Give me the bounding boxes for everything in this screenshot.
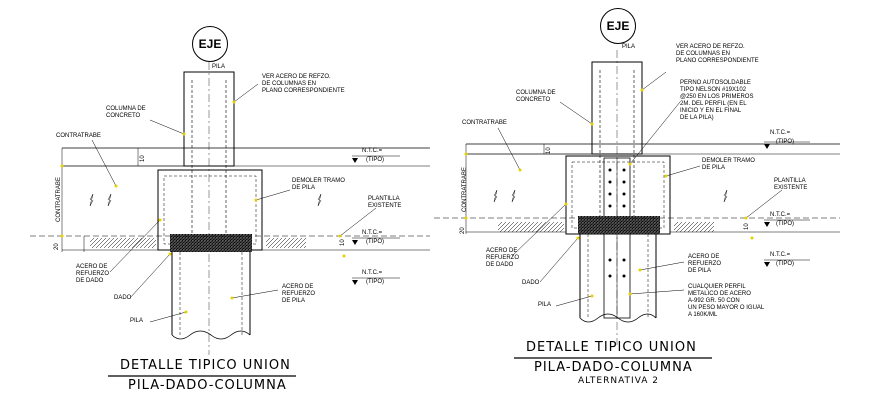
right-title-3: ALTERNATIVA 2 — [578, 376, 660, 386]
left-columna-label: COLUMNA DE CONCRETO — [106, 106, 146, 119]
right-ver-acero-label: VER ACERO DE REFZO. DE COLUMNAS EN PLANO… — [676, 44, 759, 64]
left-dim-20: 20 — [54, 243, 60, 250]
right-dim-10: 10 — [546, 147, 552, 154]
left-acero-pila-label: ACERO DE REFUERZO DE PILA — [282, 284, 315, 304]
right-hatch-zone — [578, 216, 660, 234]
right-tipo3-label: (TIPO) — [776, 261, 794, 267]
right-tipo2-label: (TIPO) — [776, 221, 794, 227]
left-eje-marker: EJE — [192, 26, 228, 62]
left-ntc2-label: N.T.C.= — [362, 230, 383, 236]
left-title-2: PILA-DADO-COLUMNA — [128, 378, 287, 393]
left-contratrabe-label: CONTRATRABE — [56, 133, 101, 139]
left-eje-label: EJE — [198, 37, 222, 51]
left-tipo3-label: (TIPO) — [366, 279, 384, 285]
left-contratrabe-vertical: CONTRATRABE — [56, 177, 62, 222]
right-title-2: PILA-DADO-COLUMNA — [534, 360, 693, 375]
left-dado-label: DADO — [114, 295, 132, 301]
right-title-1: DETALLE TIPICO UNION — [526, 340, 697, 355]
right-pila-label: PILA — [538, 302, 552, 308]
left-dim-10: 10 — [140, 155, 146, 162]
right-dado-label: DADO — [522, 280, 540, 286]
left-ver-acero-label: VER ACERO DE REFZO. DE COLUMNAS EN PLANO… — [262, 74, 345, 94]
right-eje-marker: EJE — [600, 8, 636, 44]
right-ntc3-label: N.T.C.= — [770, 252, 791, 258]
left-column — [183, 71, 235, 167]
left-ntc1-label: N.T.C.= — [362, 148, 383, 154]
left-demoler-label: DEMOLER TRAMO DE PILA — [292, 178, 345, 191]
right-pila-top-label: PILA — [622, 44, 636, 50]
right-tipo1-label: (TIPO) — [776, 139, 794, 145]
right-ntc2-label: N.T.C.= — [770, 212, 791, 218]
right-perno-label: PERNO AUTOSOLDABLE TIPO NELSON #19X102 @… — [680, 80, 754, 121]
left-pila-top-label: PILA — [212, 64, 226, 70]
left-hatch-zone — [170, 234, 252, 252]
right-ntc1-label: N.T.C.= — [770, 130, 791, 136]
left-tipo2-label: (TIPO) — [366, 239, 384, 245]
left-ntc3-label: N.T.C.= — [362, 270, 383, 276]
right-contratrabe-label: CONTRATRABE — [462, 120, 507, 126]
right-columna-label: COLUMNA DE CONCRETO — [516, 90, 556, 103]
right-perfil-label: CUALQUIER PERFIL METALICO DE ACERO A-992… — [688, 284, 765, 318]
right-acero-pila-label: ACERO DE REFUERZO DE PILA — [688, 254, 721, 274]
left-detail — [30, 62, 430, 377]
right-demoler-label: DEMOLER TRAMO DE PILA — [702, 158, 755, 171]
right-plantilla-label: PLANTILLA EXISTENTE — [774, 178, 808, 191]
right-column — [591, 61, 643, 155]
right-eje-label: EJE — [606, 19, 630, 33]
left-dim-10b: 10 — [340, 239, 346, 246]
left-plantilla-label: PLANTILLA EXISTENTE — [368, 196, 402, 209]
right-dim-20: 20 — [460, 227, 466, 234]
left-title-1: DETALLE TIPICO UNION — [120, 358, 291, 373]
left-acero-dado-label: ACERO DE REFUERZO DE DADO — [76, 264, 109, 284]
left-tipo1-label: (TIPO) — [366, 157, 384, 163]
right-acero-dado-label: ACERO DE REFUERZO DE DADO — [486, 248, 519, 268]
right-detail — [434, 50, 840, 359]
right-contratrabe-vertical: CONTRATRABE — [462, 167, 468, 212]
right-dim-10b: 10 — [744, 223, 750, 230]
left-pila-label: PILA — [130, 318, 144, 324]
